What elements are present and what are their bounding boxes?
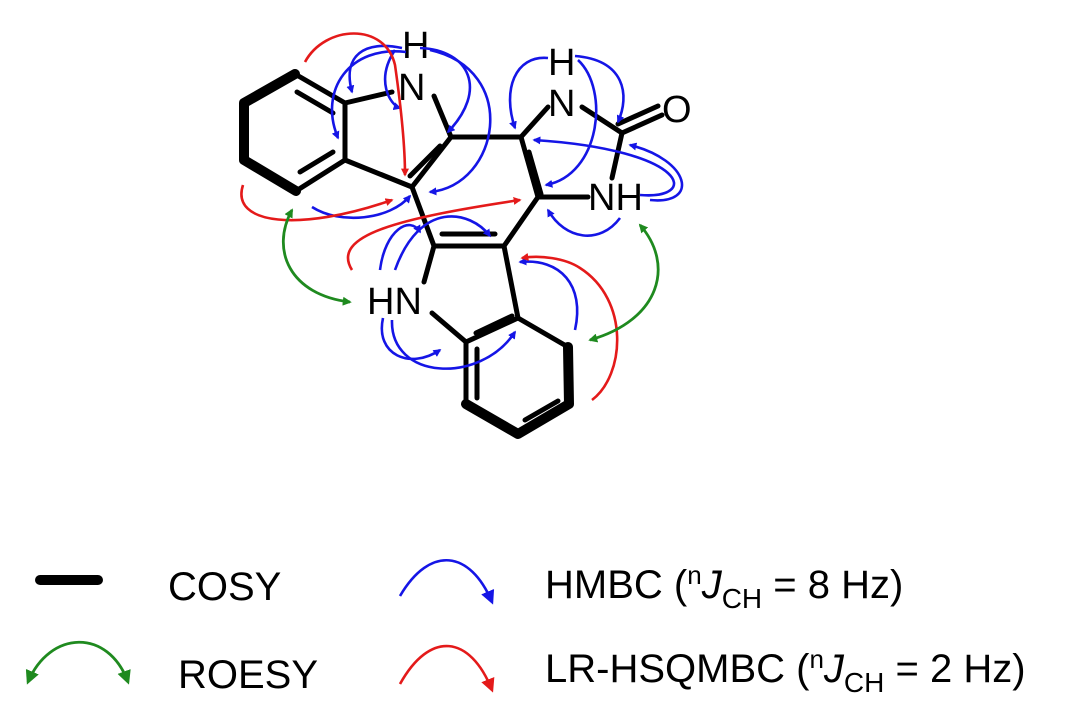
hmbc-arrow [380, 317, 442, 361]
atom-labels: H N H N O NH HN [367, 25, 692, 323]
cosy-bond-lower-ring [461, 342, 574, 439]
legend-roesy-label: ROESY [178, 653, 318, 697]
roesy-legend-swatch [25, 640, 131, 685]
cosy-bond-upper-ring [239, 69, 301, 196]
roesy-arrows [282, 208, 660, 343]
legend-hmbc-label: HMBC (nJCH = 8 Hz) [545, 560, 903, 614]
urea-ring [518, 103, 665, 200]
hmbc-arrow [574, 54, 625, 124]
roesy-arrow [282, 208, 352, 306]
hmbc-arrow [383, 49, 402, 110]
atom-n-urea: N [548, 83, 575, 125]
upper-pyrrole-ring [407, 93, 454, 190]
lower-pyrrole-ring [421, 243, 521, 345]
lr-hsqmbc-arrow [240, 184, 394, 222]
legend-lr-hsqmbc-label: LR-HSQMBC (nJCH = 2 Hz) [545, 644, 1026, 698]
legend-hmbc: HMBC (nJCH = 8 Hz) [398, 558, 903, 614]
lr-hsqmbc-legend-swatch [398, 644, 495, 693]
hmbc-arrow [346, 44, 403, 94]
legend-roesy: ROESY [25, 640, 318, 697]
hmbc-arrow [628, 142, 684, 202]
legend-cosy-label: COSY [168, 565, 281, 609]
lr-hsqmbc-arrow [303, 32, 409, 177]
hmbc-arrow [544, 59, 598, 188]
legend: COSY ROESY HMBC (nJCH = 8 Hz) LR-HSQMBC … [25, 558, 1026, 698]
atom-h-urea: H [548, 42, 575, 84]
hmbc-arrow [330, 49, 407, 140]
hmbc-arrow [518, 257, 579, 331]
upper-benzene-ring [239, 69, 415, 196]
legend-cosy: COSY [35, 565, 281, 609]
hmbc-arrow [311, 194, 412, 220]
lower-benzene-ring [461, 313, 574, 439]
hmbc-arrow [390, 319, 517, 370]
atom-nh-urea: NH [588, 177, 643, 219]
atom-h-top: H [402, 25, 429, 67]
roesy-arrow [588, 223, 660, 343]
atom-n-top: N [398, 67, 425, 109]
atom-o-carbonyl: O [662, 89, 692, 131]
hmbc-arrows [311, 44, 684, 370]
hmbc-arrow [378, 223, 422, 271]
hmbc-arrow [428, 48, 492, 196]
hmbc-arrow [508, 56, 549, 130]
hmbc-arrow [393, 215, 492, 271]
legend-lr-hsqmbc: LR-HSQMBC (nJCH = 2 Hz) [398, 644, 1026, 698]
atom-hn-lower: HN [367, 281, 422, 323]
hmbc-legend-swatch [398, 558, 495, 605]
hmbc-arrow [532, 136, 676, 197]
